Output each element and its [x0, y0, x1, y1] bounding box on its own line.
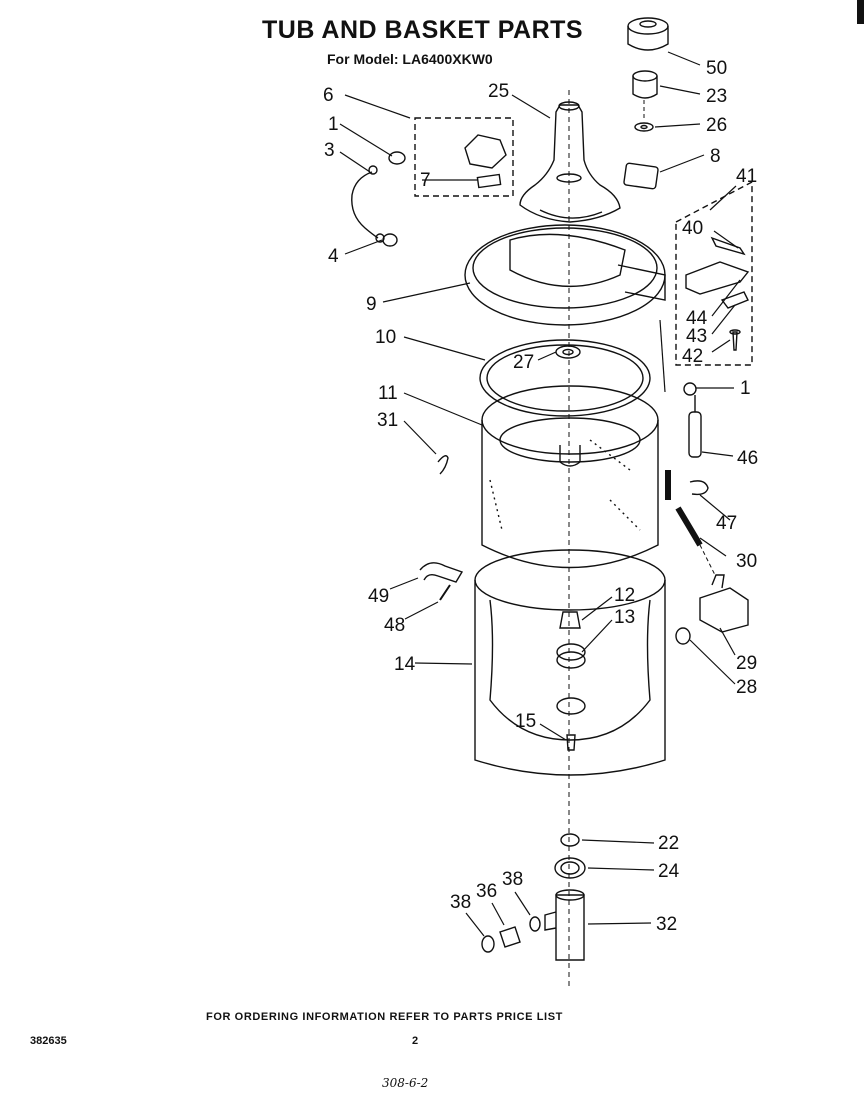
seal-part-13 — [556, 643, 586, 669]
screw-part-48 — [439, 584, 451, 601]
callout-labels: 50 23 26 8 41 40 44 43 42 1 46 47 30 29 … — [323, 58, 758, 935]
hub-opening — [556, 697, 586, 715]
page-title: TUB AND BASKET PARTS — [262, 16, 584, 44]
scan-edge-mark — [857, 0, 864, 24]
agitator-part-25 — [519, 101, 621, 223]
callout-23: 23 — [706, 86, 727, 107]
callout-40: 40 — [682, 218, 703, 239]
callout-50: 50 — [706, 58, 727, 79]
callout-32: 32 — [656, 914, 677, 935]
fitting-part-15 — [566, 734, 576, 751]
callout-47: 47 — [716, 513, 737, 534]
callout-9: 9 — [366, 294, 377, 315]
callout-27: 27 — [513, 352, 534, 373]
cap-part-50 — [627, 17, 669, 51]
callout-36: 36 — [476, 881, 497, 902]
gasket-part-10 — [479, 339, 651, 417]
pump-part-29 — [699, 574, 749, 633]
group-box-41 — [675, 180, 753, 366]
callout-31: 31 — [377, 410, 398, 431]
callout-3: 3 — [324, 140, 335, 161]
callout-25: 25 — [488, 81, 509, 102]
callout-8: 8 — [710, 146, 721, 167]
switch-part-44 — [685, 261, 750, 295]
clip-part-31 — [437, 455, 449, 475]
callout-48: 48 — [384, 615, 405, 636]
bearing-part-12 — [559, 611, 581, 629]
callout-41: 41 — [736, 166, 757, 187]
ring-part-38-right — [529, 916, 541, 932]
tube-part-46 — [688, 395, 702, 458]
callout-1-right: 1 — [740, 378, 751, 399]
nut-part-27 — [555, 345, 581, 359]
callout-28: 28 — [736, 677, 757, 698]
screw-part-42 — [729, 329, 741, 351]
drain-pipe-part-32 — [544, 889, 585, 961]
leader-lines — [339, 51, 741, 937]
callout-38-left: 38 — [450, 892, 471, 913]
callout-11: 11 — [378, 383, 398, 404]
bracket-part-6 — [464, 134, 507, 189]
callout-46: 46 — [737, 448, 758, 469]
handwritten-note: 308-6-2 — [382, 1076, 429, 1090]
callout-38-right: 38 — [502, 869, 523, 890]
callout-30: 30 — [736, 551, 757, 572]
grommet-part-1 — [388, 151, 406, 165]
clip-part-4 — [382, 233, 398, 247]
callout-6: 6 — [323, 85, 334, 106]
ring-part-24 — [554, 857, 586, 879]
bracket-part-49 — [419, 562, 464, 583]
grommet-part-1-right — [683, 382, 697, 396]
callout-22: 22 — [658, 833, 679, 854]
callout-43: 43 — [686, 326, 707, 347]
callout-49: 49 — [368, 586, 389, 607]
callout-13: 13 — [614, 607, 635, 628]
tub-ring-part-9 — [464, 224, 666, 326]
callout-10: 10 — [375, 327, 396, 348]
lever-part-40 — [710, 236, 746, 256]
page-number: 2 — [412, 1035, 419, 1047]
harness-part-3 — [351, 165, 385, 243]
outer-tub-part-14 — [474, 549, 666, 776]
callout-29: 29 — [736, 653, 757, 674]
callout-4: 4 — [328, 246, 339, 267]
callout-14: 14 — [394, 654, 416, 675]
pad-part-8 — [623, 162, 659, 190]
model-subtitle: For Model: LA6400XKW0 — [327, 51, 493, 67]
hose-part-47 — [665, 470, 709, 500]
plug-part-36 — [499, 926, 521, 948]
basket-part-11 — [481, 385, 659, 569]
ring-part-38-left — [481, 935, 495, 953]
group-box-6 — [414, 117, 514, 197]
callout-7: 7 — [420, 170, 431, 191]
callout-15: 15 — [515, 711, 536, 732]
callout-44: 44 — [686, 308, 708, 329]
callout-1-left: 1 — [328, 114, 339, 135]
ordering-note: FOR ORDERING INFORMATION REFER TO PARTS … — [206, 1011, 563, 1023]
washer-part-26 — [634, 122, 654, 132]
nut-part-22 — [560, 833, 580, 847]
cam-part-23 — [632, 70, 658, 99]
hose-part-30 — [675, 506, 716, 576]
callout-42: 42 — [682, 346, 703, 367]
actuator-part-43 — [720, 291, 749, 309]
washer-part-28 — [675, 627, 691, 645]
callout-24: 24 — [658, 861, 680, 882]
callout-12: 12 — [614, 585, 635, 606]
callout-26: 26 — [706, 115, 727, 136]
document-number: 382635 — [30, 1035, 67, 1047]
